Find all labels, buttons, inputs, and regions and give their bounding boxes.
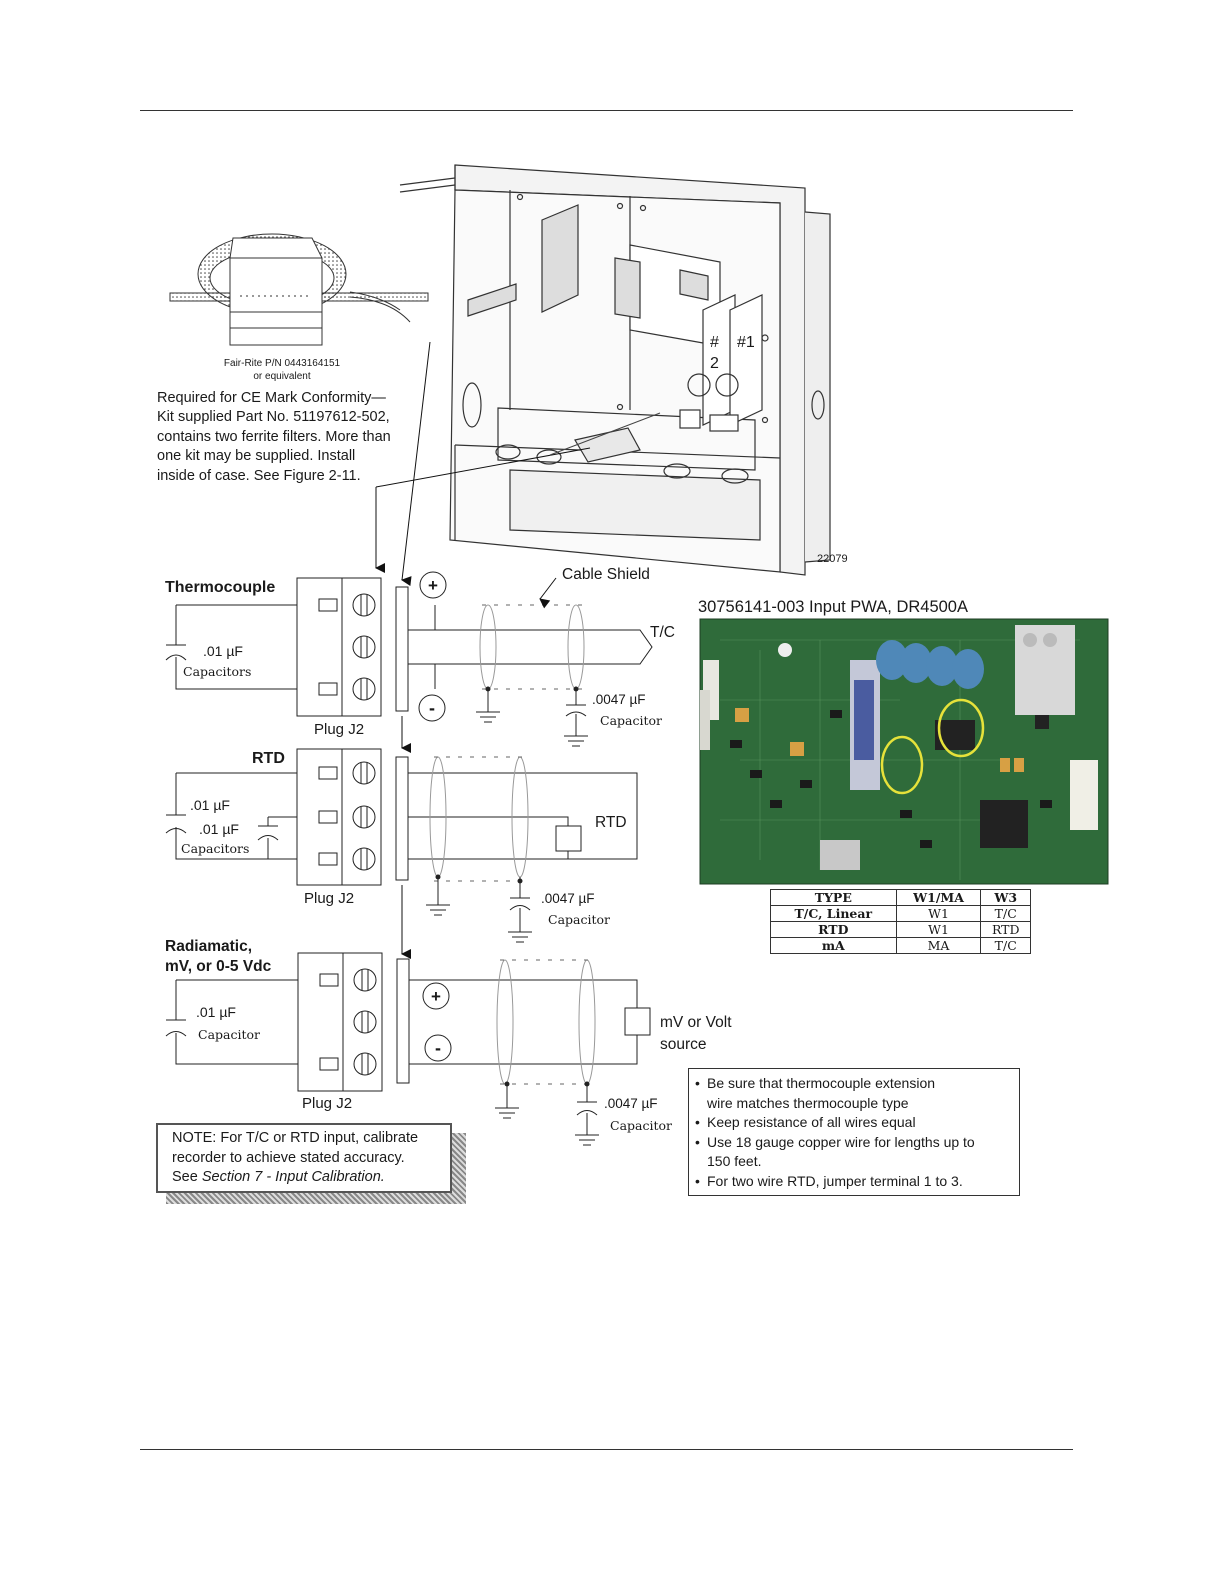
thermocouple-grounds [476,686,588,747]
thermocouple-cable-shield [479,604,585,690]
rtd-shield-cap-label: Capacitor [548,912,610,927]
thermocouple-title: Thermocouple [165,579,275,596]
radiamatic-cap-value: .01 µF [196,1004,236,1020]
ferrite-part-label: Fair-Rite P/N 0443164151 [224,358,341,369]
svg-text:inside of case. See Figure 2-1: inside of case. See Figure 2-11. [157,468,361,484]
radiamatic-source-line2: source [660,1036,707,1053]
wiring-tips: •Be sure that thermocouple extension wir… [688,1068,1020,1196]
radiamatic-shield-cap-value: .0047 µF [604,1096,658,1111]
radiamatic-title-line1: Radiamatic, [165,938,252,955]
radiamatic-cap-label: Capacitor [198,1027,260,1042]
list-item: wire matches thermocouple type [707,1094,909,1111]
radiamatic-terminal-block [165,952,651,1092]
header-w3: W3 [980,889,1031,906]
slot-2-number: 2 [710,355,719,372]
radiamatic-source-line1: mV or Volt [660,1014,732,1031]
recorder-case-drawing [399,164,831,576]
leader-lines [375,341,661,587]
radiamatic-title-line2: mV, or 0-5 Vdc [165,958,272,975]
pcb-title: 30756141-003 Input PWA, DR4500A [698,598,968,616]
list-item: •For two wire RTD, jumper terminal 1 to … [695,1172,963,1189]
rtd-cable-shield [429,756,529,882]
note-line-1: NOTE: For T/C or RTD input, calibrate [172,1130,419,1146]
radiamatic-plug: Plug J2 [302,1095,352,1112]
thermocouple-cap-label: Capacitors [183,664,251,679]
slot-1-label: #1 [737,334,755,351]
table-row: mA MA T/C [770,937,1031,954]
header-rule [140,110,1073,111]
thermocouple-terminal-block [165,577,653,717]
svg-text:Required for CE Mark Conformit: Required for CE Mark Conformity— [157,390,386,406]
jumper-table: TYPE W1/MA W3 T/C, Linear W1 T/C RTD W1 … [770,889,1031,954]
rtd-cap1-value: .01 µF [190,797,230,813]
note-line-3: See Section 7 - Input Calibration. [172,1169,385,1185]
footer-rule [140,1449,1073,1450]
rtd-title: RTD [252,750,285,767]
list-item: 150 feet. [707,1153,762,1169]
thermocouple-plus: + [428,576,438,595]
radiamatic-plus: + [431,987,441,1006]
thermocouple-shield-cap-label: Capacitor [600,713,662,728]
radiamatic-shield-cap-label: Capacitor [610,1118,672,1133]
rtd-shield-cap-value: .0047 µF [541,891,595,906]
radiamatic-grounds [495,1081,599,1146]
radiamatic-plus-marker [422,982,450,1010]
list-item: •Use 18 gauge copper wire for lengths up… [695,1133,975,1150]
thermocouple-plus-marker [419,571,447,599]
thermocouple-sensor: T/C [650,624,675,641]
note-line-2: recorder to achieve stated accuracy. [172,1149,405,1166]
calibration-note: NOTE: For T/C or RTD input, calibrate re… [156,1123,452,1193]
ferrite-equiv-label: or equivalent [253,371,310,382]
cable-shield-label: Cable Shield [562,566,650,583]
input-pwa-board [699,618,1109,885]
svg-text:Kit supplied Part No. 51197612: Kit supplied Part No. 51197612-502, [157,409,390,425]
list-item: •Be sure that thermocouple extension [695,1075,936,1091]
thermocouple-shield-cap-value: .0047 µF [592,692,646,707]
cable-shield-arrow [539,577,557,609]
thermocouple-minus: - [429,698,435,718]
slot-2-label: # [710,334,719,351]
header-type: TYPE [770,889,897,906]
rtd-plug: Plug J2 [304,890,354,907]
radiamatic-minus: - [435,1038,441,1058]
radiamatic-cable-shield [496,959,596,1085]
ferrite-note: Required for CE Mark Conformity— Kit sup… [157,390,391,484]
rtd-grounds [426,874,532,943]
rtd-sensor: RTD [595,814,627,831]
header-w1ma: W1/MA [895,889,982,906]
rtd-cap-label: Capacitors [181,841,249,856]
thermocouple-cap-value: .01 µF [203,643,243,659]
svg-text:contains two ferrite filters.: contains two ferrite filters. More than [157,429,391,445]
svg-text:one kit may be supplied. Insta: one kit may be supplied. Install [157,448,355,464]
radiamatic-minus-marker [424,1034,452,1062]
table-header-row: TYPE W1/MA W3 [770,889,1031,906]
table-row: T/C, Linear W1 T/C [770,905,1031,922]
ferrite-filter-illustration [169,233,429,346]
thermocouple-minus-marker [418,694,446,722]
thermocouple-plug: Plug J2 [314,721,364,738]
rtd-cap2-value: .01 µF [199,821,239,837]
list-item: •Keep resistance of all wires equal [695,1114,916,1130]
rtd-terminal-block [165,748,638,886]
figure-id: 22079 [817,553,848,565]
table-row: RTD W1 RTD [770,921,1031,938]
